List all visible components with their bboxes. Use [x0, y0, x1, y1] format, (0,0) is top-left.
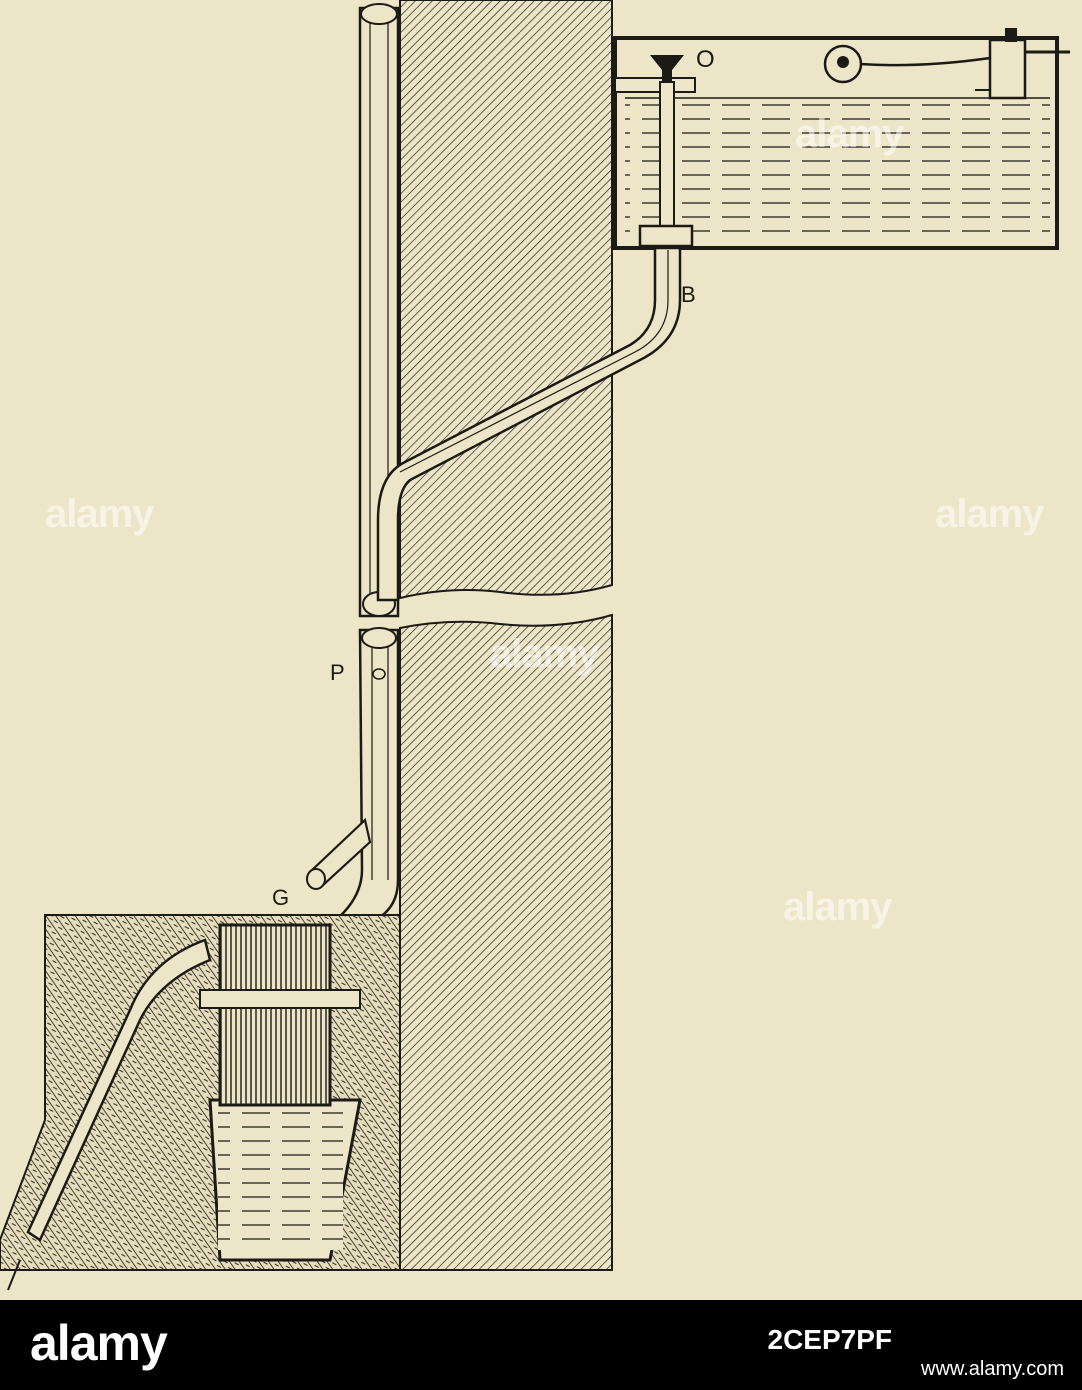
upper-wall	[399, 0, 613, 600]
watermark: alamy	[45, 492, 154, 536]
label-o: O	[696, 46, 715, 73]
engraving-illustration: O B P G alamy alamy alamy alamy alamy	[0, 0, 1082, 1300]
alamy-logo: alamy	[30, 1315, 168, 1371]
watermark: alamy	[490, 632, 599, 676]
label-p: P	[330, 660, 345, 685]
ballcock-valve	[988, 38, 1027, 100]
lower-wall	[399, 613, 613, 1271]
label-g: G	[272, 885, 290, 910]
trap-bell	[218, 923, 332, 1107]
label-b: B	[681, 282, 696, 307]
watermark: alamy	[783, 885, 892, 929]
cistern-water	[625, 98, 1050, 238]
flush-pipe-b	[376, 246, 682, 602]
watermark: alamy	[795, 112, 904, 156]
plumbing-diagram	[0, 0, 1070, 1291]
footer-bar: alamy 2CEP7PF www.alamy.com	[0, 1300, 1082, 1390]
site-url: www.alamy.com	[921, 1358, 1064, 1380]
drain-pipe	[26, 938, 212, 1242]
image-id: 2CEP7PF	[767, 1324, 893, 1355]
watermark: alamy	[935, 492, 1044, 536]
